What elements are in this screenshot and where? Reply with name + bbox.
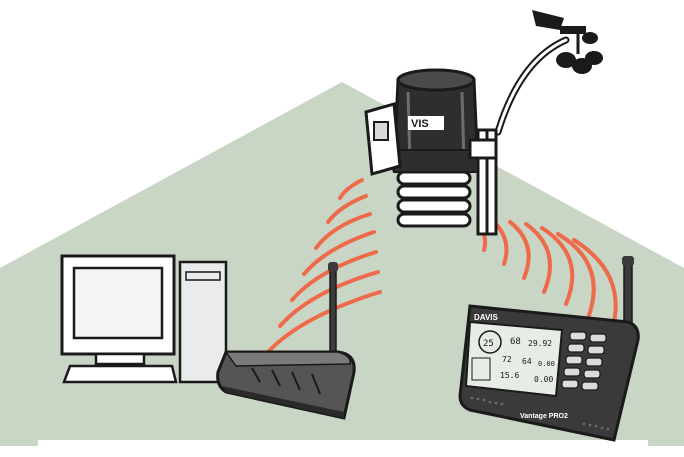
- solar-panel: [364, 102, 402, 176]
- console-button: [567, 343, 585, 353]
- console-lcd: [464, 320, 564, 398]
- computer-icon: [60, 254, 228, 384]
- lcd-temp-in: 72: [502, 355, 512, 364]
- signal-arc: [540, 226, 575, 306]
- signal-arc: [524, 222, 552, 294]
- signal-arc: [556, 232, 596, 320]
- signal-arc: [326, 194, 368, 224]
- lcd-rain: 0.00: [538, 360, 555, 368]
- lcd-temp-out: 68: [510, 337, 521, 347]
- pc-screen: [72, 266, 164, 340]
- console-button: [565, 355, 583, 365]
- signal-arc: [572, 238, 618, 332]
- console-button: [583, 369, 601, 379]
- console-button: [589, 333, 607, 343]
- wireless-receiver-icon: [216, 262, 356, 420]
- console-button: [561, 379, 579, 389]
- anemometer-arm: [494, 36, 570, 136]
- weather-station-icon: VIS: [364, 10, 603, 236]
- house-floor: [38, 440, 648, 448]
- signal-arc: [338, 178, 364, 200]
- signal-arc: [290, 250, 378, 302]
- weather-console-icon: DAVIS 25 68 29.92 72 64 0.00 15.6 0.00: [458, 256, 640, 442]
- pc-tower: [178, 260, 228, 384]
- lcd-wind-speed: 25: [483, 339, 494, 349]
- signal-arc: [266, 290, 382, 354]
- anemometer-icon: [532, 10, 603, 74]
- receiver-antenna: [329, 267, 337, 361]
- iss-brand-label: VIS: [411, 118, 429, 130]
- lcd-bottom: 0.00: [534, 375, 553, 384]
- console-button: [585, 357, 603, 367]
- radiation-shield: [396, 170, 472, 228]
- lcd-hum: 64: [522, 357, 532, 366]
- console-buttons: [561, 331, 607, 391]
- signal-arc: [278, 270, 380, 328]
- pc-keyboard: [62, 364, 178, 384]
- lcd-wind-chill: 15.6: [500, 371, 519, 380]
- console-button: [587, 345, 605, 355]
- signal-waves-left: [266, 178, 382, 354]
- console-button: [569, 331, 587, 341]
- console-brand-label: DAVIS: [474, 313, 499, 322]
- lcd-barometer: 29.92: [528, 339, 552, 348]
- signal-arc: [314, 212, 372, 250]
- console-button: [563, 367, 581, 377]
- signal-waves-right: [476, 220, 618, 332]
- signal-arc: [508, 220, 531, 280]
- console-speaker-grille: [470, 396, 610, 431]
- signal-arc: [302, 230, 376, 276]
- console-button: [581, 381, 599, 391]
- console-model-label: Vantage PRO2: [520, 413, 568, 420]
- anemometer-arm-inner: [496, 38, 568, 134]
- rain-collector: VIS: [392, 68, 480, 173]
